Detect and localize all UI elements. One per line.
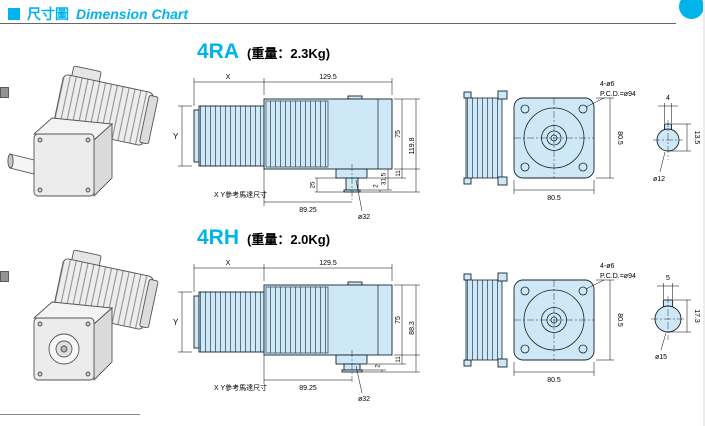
dimension-labels: X 129.5 Y 75 11 88.3 2 89.25 ø32 X Y參考馬達…: [173, 260, 416, 403]
dim-129-5: 129.5: [319, 74, 337, 81]
shaft-section-drawing-4rh: 5 17.3 ø15: [651, 275, 700, 361]
dim-shaft-dia: ø15: [655, 354, 667, 361]
dimension-lines: [513, 97, 614, 194]
page-header: 尺寸圖 Dimension Chart: [8, 4, 188, 24]
dim-shaft-height: 17.3: [693, 309, 700, 323]
dimension-labels: 4 13.5 ø12: [653, 95, 700, 183]
dim-2: 2: [375, 364, 382, 368]
model-weight: (重量：2.0Kg): [247, 232, 331, 247]
dim-89-25: 89.25: [299, 385, 317, 392]
page-title-en: Dimension Chart: [76, 6, 189, 22]
margin-mark: [0, 271, 9, 282]
dim-129-5: 129.5: [319, 260, 337, 267]
dim-shaft-height: 13.5: [693, 131, 700, 145]
section-title-4rh: 4RH (重量：2.0Kg): [197, 226, 330, 250]
side-view-drawing-4rh: X 129.5 Y 75 11 88.3 2 89.25 ø32 X Y參考馬達…: [173, 260, 420, 403]
dimension-labels: 4-ø6 P.C.D.=ø94 80.5 80.5: [547, 263, 636, 384]
dim-flange-width: 80.5: [547, 195, 561, 202]
dimension-lines: [178, 264, 420, 394]
dim-11: 11: [395, 356, 402, 363]
bottom-divider: [0, 414, 140, 415]
dimension-labels: X 129.5 Y 75 11 119.8 31.5 2 25 89.25 ø3…: [173, 74, 416, 221]
shaft-section-parts: [653, 120, 683, 160]
dim-key-width: 5: [666, 275, 670, 282]
header-divider: [0, 23, 676, 24]
page-title-zh: 尺寸圖: [27, 6, 69, 22]
gearbox-3d: [32, 117, 114, 198]
dim-y: Y: [173, 318, 179, 327]
dim-pcd: P.C.D.=ø94: [600, 273, 636, 280]
dim-total-height: 88.3: [409, 321, 416, 335]
dim-shaft-dia: ø12: [653, 176, 665, 183]
dim-flange-height: 80.5: [616, 313, 623, 327]
page-number-badge: [679, 0, 704, 19]
margin-mark: [0, 87, 9, 98]
model-name: 4RH: [197, 226, 240, 249]
side-view-drawing-4ra: X 129.5 Y 75 11 119.8 31.5 2 25 89.25 ø3…: [173, 74, 420, 221]
motor-size-note: X Y參考馬達尺寸: [214, 190, 267, 199]
front-view-parts: [463, 272, 595, 368]
motor-3d-illustration-4rh: [32, 249, 159, 382]
dim-boss-dia: ø32: [358, 214, 370, 221]
front-view-drawing-4ra: 4-ø6 P.C.D.=ø94 80.5 80.5: [463, 81, 636, 202]
dim-bolt-holes: 4-ø6: [600, 263, 615, 270]
header-bullet-icon: [8, 8, 20, 20]
dim-pcd: P.C.D.=ø94: [600, 91, 636, 98]
dim-total-height: 119.8: [409, 137, 416, 154]
dim-y: Y: [173, 132, 179, 141]
dim-boss-dia: ø32: [358, 396, 370, 403]
dimension-lines: [513, 279, 614, 376]
dimension-lines: [658, 103, 691, 173]
dim-key-width: 4: [666, 95, 670, 102]
shaft-section-drawing-4ra: 4 13.5 ø12: [653, 95, 700, 183]
model-weight: (重量：2.3Kg): [247, 46, 331, 61]
dim-25: 25: [310, 181, 317, 189]
dim-2: 2: [373, 184, 380, 188]
hollow-shaft-face-3d: [48, 333, 80, 365]
dim-bolt-holes: 4-ø6: [600, 81, 615, 88]
dim-75: 75: [395, 130, 402, 138]
dim-x: X: [226, 260, 231, 267]
motor-3d-illustration-4ra: [7, 65, 159, 198]
front-view-drawing-4rh: 4-ø6 P.C.D.=ø94 80.5 80.5: [463, 263, 636, 384]
dim-x: X: [226, 74, 231, 81]
dim-75: 75: [395, 316, 402, 324]
page-edge: [703, 0, 705, 426]
side-view-parts: [193, 281, 393, 382]
dim-flange-width: 80.5: [547, 377, 561, 384]
dimension-lines: [178, 78, 420, 212]
output-shaft-3d: [7, 153, 35, 175]
dim-31-5: 31.5: [381, 172, 388, 185]
dimension-labels: 4-ø6 P.C.D.=ø94 80.5 80.5: [547, 81, 636, 202]
dim-89-25: 89.25: [299, 207, 317, 214]
dim-flange-height: 80.5: [616, 131, 623, 145]
dim-11: 11: [395, 170, 402, 177]
side-view-parts: [193, 95, 393, 200]
shaft-section-parts: [651, 296, 685, 340]
motor-size-note: X Y參考馬達尺寸: [214, 383, 267, 392]
model-name: 4RA: [197, 40, 240, 63]
dimension-lines: [657, 283, 691, 351]
section-title-4ra: 4RA (重量：2.3Kg): [197, 40, 330, 64]
front-view-parts: [463, 90, 595, 186]
dimension-labels: 5 17.3 ø15: [655, 275, 700, 361]
